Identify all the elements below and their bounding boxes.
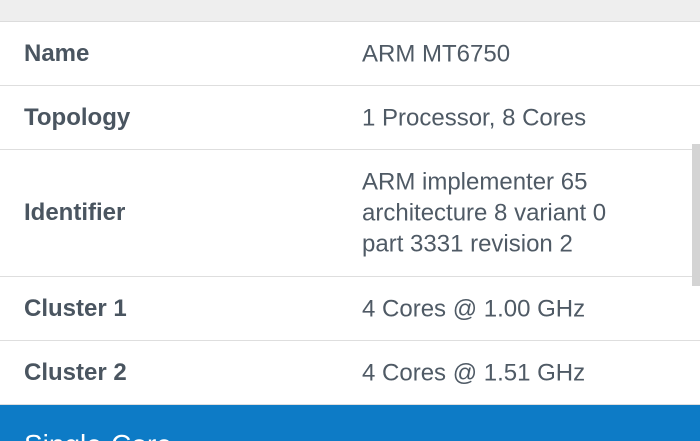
info-value: 4 Cores @ 1.00 GHz bbox=[362, 295, 586, 322]
single-core-section-header: Single-Core bbox=[0, 405, 700, 441]
info-row-topology: Topology 1 Processor, 8 Cores bbox=[0, 86, 700, 150]
info-label: Topology bbox=[24, 103, 131, 131]
scrollbar-thumb[interactable] bbox=[692, 144, 700, 286]
info-row-identifier: Identifier ARM implementer 65 architectu… bbox=[0, 150, 700, 277]
info-value: ARM MT6750 bbox=[362, 40, 511, 67]
info-row-cluster-1: Cluster 1 4 Cores @ 1.00 GHz bbox=[0, 277, 700, 341]
info-label: Cluster 2 bbox=[24, 358, 127, 386]
processor-info-table: Name ARM MT6750 Topology 1 Processor, 8 … bbox=[0, 22, 700, 405]
info-value: 4 Cores @ 1.51 GHz bbox=[362, 359, 586, 386]
info-row-cluster-2: Cluster 2 4 Cores @ 1.51 GHz bbox=[0, 341, 700, 405]
info-row-name: Name ARM MT6750 bbox=[0, 22, 700, 86]
top-section-strip bbox=[0, 0, 700, 22]
info-label: Identifier bbox=[24, 199, 126, 226]
info-label: Cluster 1 bbox=[24, 294, 127, 322]
info-label: Name bbox=[24, 39, 90, 67]
info-value: ARM implementer 65 architecture 8 varian… bbox=[362, 168, 607, 258]
section-title: Single-Core bbox=[24, 429, 172, 441]
info-value: 1 Processor, 8 Cores bbox=[362, 104, 587, 131]
